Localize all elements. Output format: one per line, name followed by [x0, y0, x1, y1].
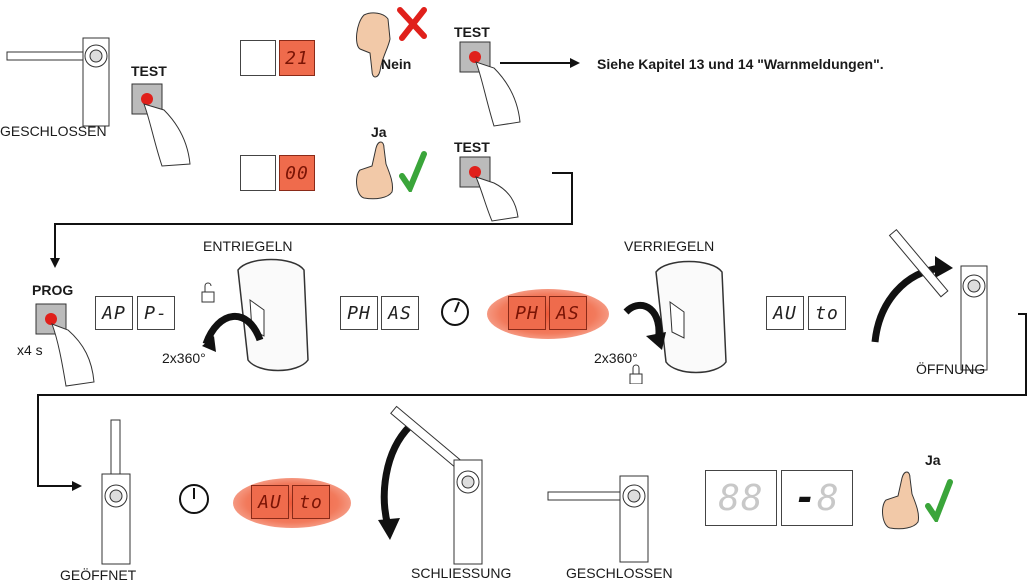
unlocked-padlock-icon [201, 282, 215, 303]
check-icon-2 [925, 479, 953, 522]
display-ap: AP [95, 296, 133, 330]
display-p: P- [137, 296, 175, 330]
display-to-blinking: to [292, 485, 330, 519]
display-dash: - [794, 477, 817, 519]
test-label-3: TEST [454, 139, 490, 155]
turns-label: 2x360° [162, 350, 206, 366]
ja-label: Ja [371, 124, 387, 140]
display-au-blinking: AU [251, 485, 289, 519]
thumbs-down-icon [356, 12, 391, 78]
ja-label-2: Ja [925, 452, 941, 468]
display-as: AS [381, 296, 419, 330]
connector-row1-row2 [50, 172, 573, 268]
test-button-icon[interactable] [128, 80, 198, 170]
display-left-blank-2 [240, 155, 276, 191]
geoeffnet-label: GEÖFFNET [60, 567, 137, 583]
test-label-2: TEST [454, 24, 490, 40]
check-icon [399, 151, 427, 192]
display-as-blinking: AS [549, 296, 587, 330]
closed-label: GESCHLOSSEN [0, 123, 107, 139]
test-label: TEST [131, 63, 167, 79]
prog-label: PROG [32, 282, 74, 298]
test-button-icon-2[interactable] [458, 40, 528, 130]
connector-row2-row3 [37, 313, 1027, 491]
barrier-closed-icon [6, 37, 110, 127]
display-final-left: 88 [705, 470, 777, 526]
display-to: to [808, 296, 846, 330]
schliessung-label: SCHLIESSUNG [411, 565, 512, 581]
test-button-icon-3[interactable] [458, 155, 528, 245]
blink-glow [487, 289, 609, 339]
display-final-right: -8 [781, 470, 853, 526]
prog-button-icon[interactable] [32, 300, 102, 388]
barrier-closed-icon-2 [547, 475, 649, 563]
chapter-reference: Siehe Kapitel 13 und 14 "Warnmeldungen". [597, 56, 884, 72]
locked-padlock-icon [629, 364, 643, 384]
barrier-closing-icon [378, 405, 483, 565]
display-au: AU [766, 296, 804, 330]
oeffnung-label: ÖFFNUNG [916, 361, 986, 377]
verriegeln-label: VERRIEGELN [624, 238, 715, 254]
cross-icon [397, 7, 427, 41]
barrier-opening-icon [871, 228, 988, 371]
clock-icon [441, 298, 469, 326]
thumbs-up-icon [356, 141, 393, 200]
closed-label-2: GESCHLOSSEN [566, 565, 673, 581]
turns-label-2: 2x360° [594, 350, 638, 366]
unlock-cover-icon [201, 258, 309, 372]
lock-cover-icon [623, 260, 727, 384]
display-error-code: 21 [279, 40, 315, 76]
barrier-open-icon [101, 419, 131, 565]
display-ph-blinking: PH [508, 296, 546, 330]
display-left-blank [240, 40, 276, 76]
thumbs-up-icon-2 [882, 471, 919, 530]
display-ph: PH [340, 296, 378, 330]
nein-label: Nein [381, 56, 412, 72]
display-ok-code: 00 [279, 155, 315, 191]
x4s-label: x4 s [17, 342, 43, 358]
clock-icon-2 [179, 484, 209, 514]
entriegeln-label: ENTRIEGELN [203, 238, 293, 254]
